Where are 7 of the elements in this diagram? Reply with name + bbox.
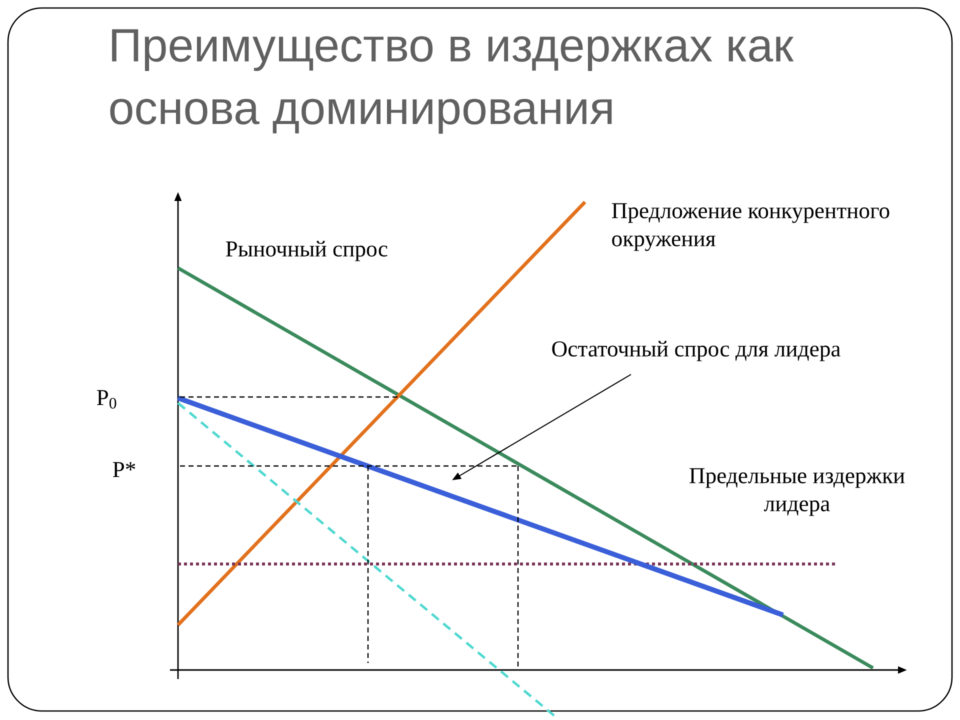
curve-label: Рыночный спрос — [226, 240, 388, 262]
price-label: P* — [112, 462, 136, 477]
curve-label: Остаточный спрос для лидера — [552, 340, 840, 362]
slide-title: Преимущество в издержках как основа доминирования — [110, 29, 794, 134]
curve-label: Предложение конкурентного окружения — [612, 203, 890, 251]
curve-label: Предельные издержки лидера — [690, 468, 905, 516]
price-label: P$_{0}$ — [96, 390, 116, 409]
